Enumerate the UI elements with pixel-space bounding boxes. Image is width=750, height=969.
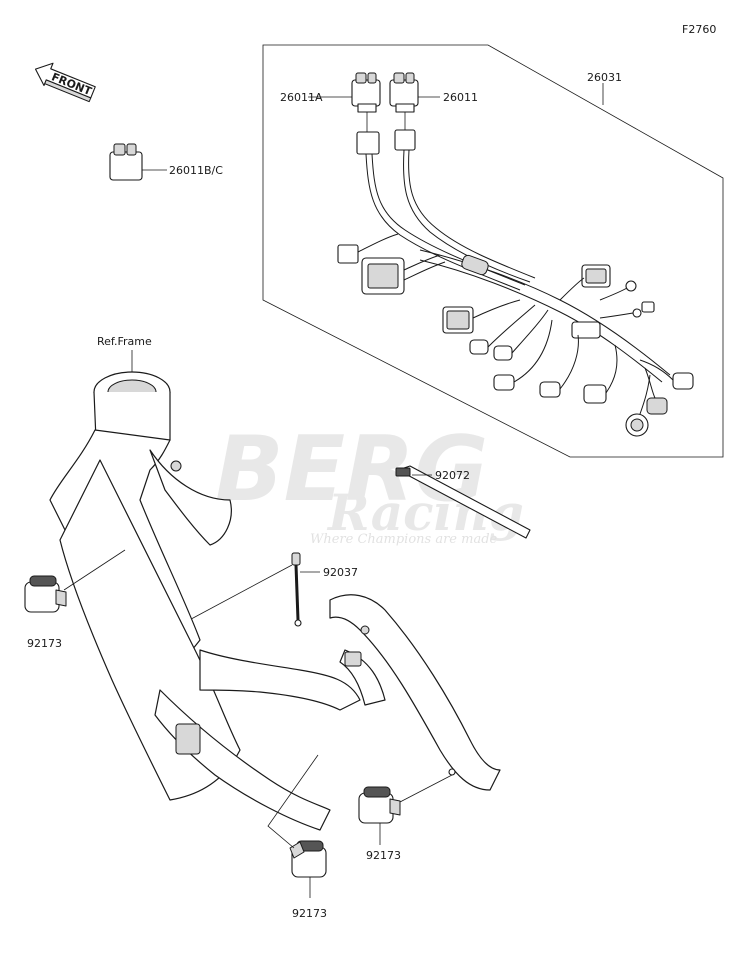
wiring-harness-part: [337, 112, 694, 437]
callout-92037: 92037: [323, 566, 358, 579]
clamp-bottom-92173-part: [289, 840, 327, 878]
motorcycle-frame-part: [49, 371, 501, 831]
callout-92173-right: 92173: [366, 849, 401, 862]
figure-code: F2760: [682, 23, 716, 36]
callout-26031: 26031: [587, 71, 622, 84]
band-92072-part: [395, 465, 531, 539]
clamp-right-92173-part: [358, 786, 401, 824]
harness-box-outline: [262, 44, 724, 458]
relay-26011bc-part: [109, 143, 143, 181]
watermark-tagline: Where Champions are made: [310, 532, 498, 547]
callout-92173-bottom: 92173: [292, 907, 327, 920]
clamp-92037-part: [291, 552, 302, 627]
callout-92173-left: 92173: [27, 637, 62, 650]
relay-26011-part: [389, 72, 419, 113]
callout-92072: 92072: [435, 469, 470, 482]
front-arrow-icon: FRONT: [34, 62, 96, 103]
callout-26011bc: 26011B/C: [169, 164, 223, 177]
callout-26011: 26011: [443, 91, 478, 104]
callout-26011a: 26011A: [280, 91, 323, 104]
watermark-line1: BERG: [215, 417, 488, 522]
watermark: BERG Racing Where Champions are made: [215, 417, 524, 547]
relay-26011a-part: [351, 72, 381, 113]
ref-frame-label: Ref.Frame: [97, 335, 152, 348]
clamp-left-92173-part: [24, 575, 67, 613]
